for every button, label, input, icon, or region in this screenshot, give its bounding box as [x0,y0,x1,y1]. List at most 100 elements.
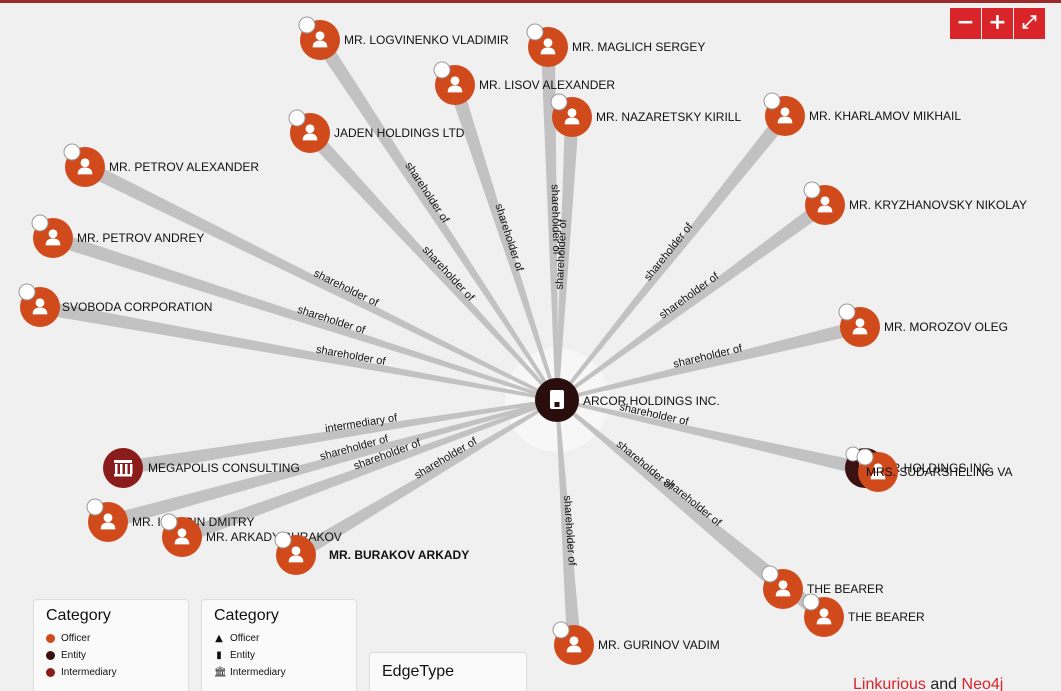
graph-node[interactable]: THE BEARER [761,565,884,609]
graph-node[interactable]: MR. GURINOV VADIM [552,621,720,665]
person-icon-head [305,124,315,134]
node-label: MR. NAZARETSKY KIRILL [596,110,741,124]
node-badge [552,621,570,639]
graph-node[interactable]: MR. PETROV ANDREY [31,214,204,258]
person-icon-body [566,645,582,653]
edge-line[interactable] [304,128,559,402]
node-badge [838,303,856,321]
edge-line[interactable] [555,116,579,401]
graph-node[interactable]: MR. MAGLICH SERGEY [526,23,705,67]
edge-line[interactable] [292,398,558,562]
edge-line[interactable] [556,199,830,402]
legend-item-officer: ▲Officer [215,633,260,644]
graph-node[interactable]: SVOBODA CORPORATION [18,283,212,327]
node-label: JADEN HOLDINGS LTD [334,126,465,140]
edge-line[interactable] [556,398,880,479]
graph-node[interactable]: JADEN HOLDINGS LTD [288,109,465,153]
graph-node[interactable]: MR. PETROV ALEXANDER [63,143,259,187]
fullscreen-button[interactable]: ⤢ [1014,8,1045,39]
node-label: MEGAPOLIS CONSULTING [148,461,300,475]
graph-node[interactable]: MRS. SUDARSHELING VA [856,448,1012,492]
node-label: MR. KHARLAMOV MIKHAIL [809,109,961,123]
person-icon-head [35,298,45,308]
zoom-in-button[interactable]: + [982,8,1013,39]
edge-line[interactable] [541,46,559,401]
node-label: MRS. SUDARSHELING VA [866,465,1012,479]
edge-line[interactable] [555,399,581,646]
node-badge [31,214,49,232]
node-label: MR. ARKADY BURAKOV [206,530,342,544]
edge-line[interactable] [106,398,558,529]
person-icon-body [302,133,318,141]
bank-icon [114,460,132,463]
node-label: MR. KRYZHANOVSKY NIKOLAY [849,198,1027,212]
node-badge [550,93,568,111]
edge-line[interactable] [314,36,559,401]
brand-footer: Linkurious and Neo4j [853,676,1003,691]
graph-node-intermediary[interactable]: MEGAPOLIS CONSULTING [103,448,300,488]
edge-label: shareholder of [561,495,578,567]
graph-node[interactable]: MR. LOGVINENKO VLADIMIR [298,16,509,60]
person-icon-head [543,38,553,48]
edge-line[interactable] [121,398,558,475]
person-icon-head [855,318,865,328]
graph-node[interactable]: MR. NAZARETSKY KIRILL [550,93,741,137]
node-label: MR. LOGVINENKO VLADIMIR [344,33,509,47]
person-icon-body [816,617,832,625]
edge-label: shareholder of [657,270,722,322]
person-icon-head [80,158,90,168]
node-label: THE BEARER [807,582,884,596]
person-icon-body [564,117,580,125]
person-icon-body [817,205,833,213]
person-icon-body [447,85,463,93]
node-label: MR. PETROV ANDREY [77,231,204,245]
graph-node[interactable]: MR. KRYZHANOVSKY NIKOLAY [803,181,1027,225]
edge-line[interactable] [556,398,829,623]
edge-label: shareholder of [642,220,696,283]
node-badge [526,23,544,41]
graph-node[interactable]: MR. LISOV ALEXANDER [433,61,615,105]
node-badge [63,143,81,161]
edge-line[interactable] [555,111,791,401]
zoom-controls: − + ⤢ [949,8,1045,39]
edge-line[interactable] [81,160,558,402]
entity-color-swatch [46,651,55,660]
edge-label: shareholder of [420,244,477,304]
node-badge [803,181,821,199]
bank-icon-column [115,464,118,474]
person-icon-body [852,327,868,335]
node-label: MR. MAGLICH SERGEY [572,40,705,54]
person-icon-body [540,47,556,55]
person-icon-head [820,196,830,206]
legend-edge-type: EdgeType [369,652,527,691]
person-icon-head [103,513,113,523]
zoom-out-button[interactable]: − [950,8,981,39]
graph-node-center[interactable]: ARCOR HOLDINGS INC. [535,378,720,422]
edge-line[interactable] [179,398,558,544]
person-icon-head [819,608,829,618]
person-icon-body [870,472,886,480]
building-icon: ▮ [216,650,222,661]
bank-icon-column [130,464,133,474]
graph-node[interactable]: MR. BURAKOV ARKADY [274,531,469,575]
node-badge [288,109,306,127]
edge-line[interactable] [38,300,558,402]
node-badge [86,498,104,516]
legend-item-officer: Officer [46,631,188,646]
edge-label: shareholder of [402,160,451,226]
edge-label: shareholder of [554,218,570,290]
edge-line[interactable] [556,320,862,402]
edge-label: shareholder of [549,184,563,256]
legend-item-entity: Entity [46,648,188,663]
bank-icon-base [114,474,132,477]
graph-node[interactable]: MR. KHARLAMOV MIKHAIL [763,92,961,136]
graph-node[interactable]: THE BEARER [802,593,925,637]
brand-linkurious: Linkurious [853,676,926,691]
graph-node[interactable]: MR. MOROZOV OLEG [838,303,1008,347]
edge-line[interactable] [448,82,559,401]
legend-category-colors: Category Officer Entity Intermediary [33,599,189,691]
edge-line[interactable] [50,231,558,402]
node-circle[interactable] [103,448,143,488]
